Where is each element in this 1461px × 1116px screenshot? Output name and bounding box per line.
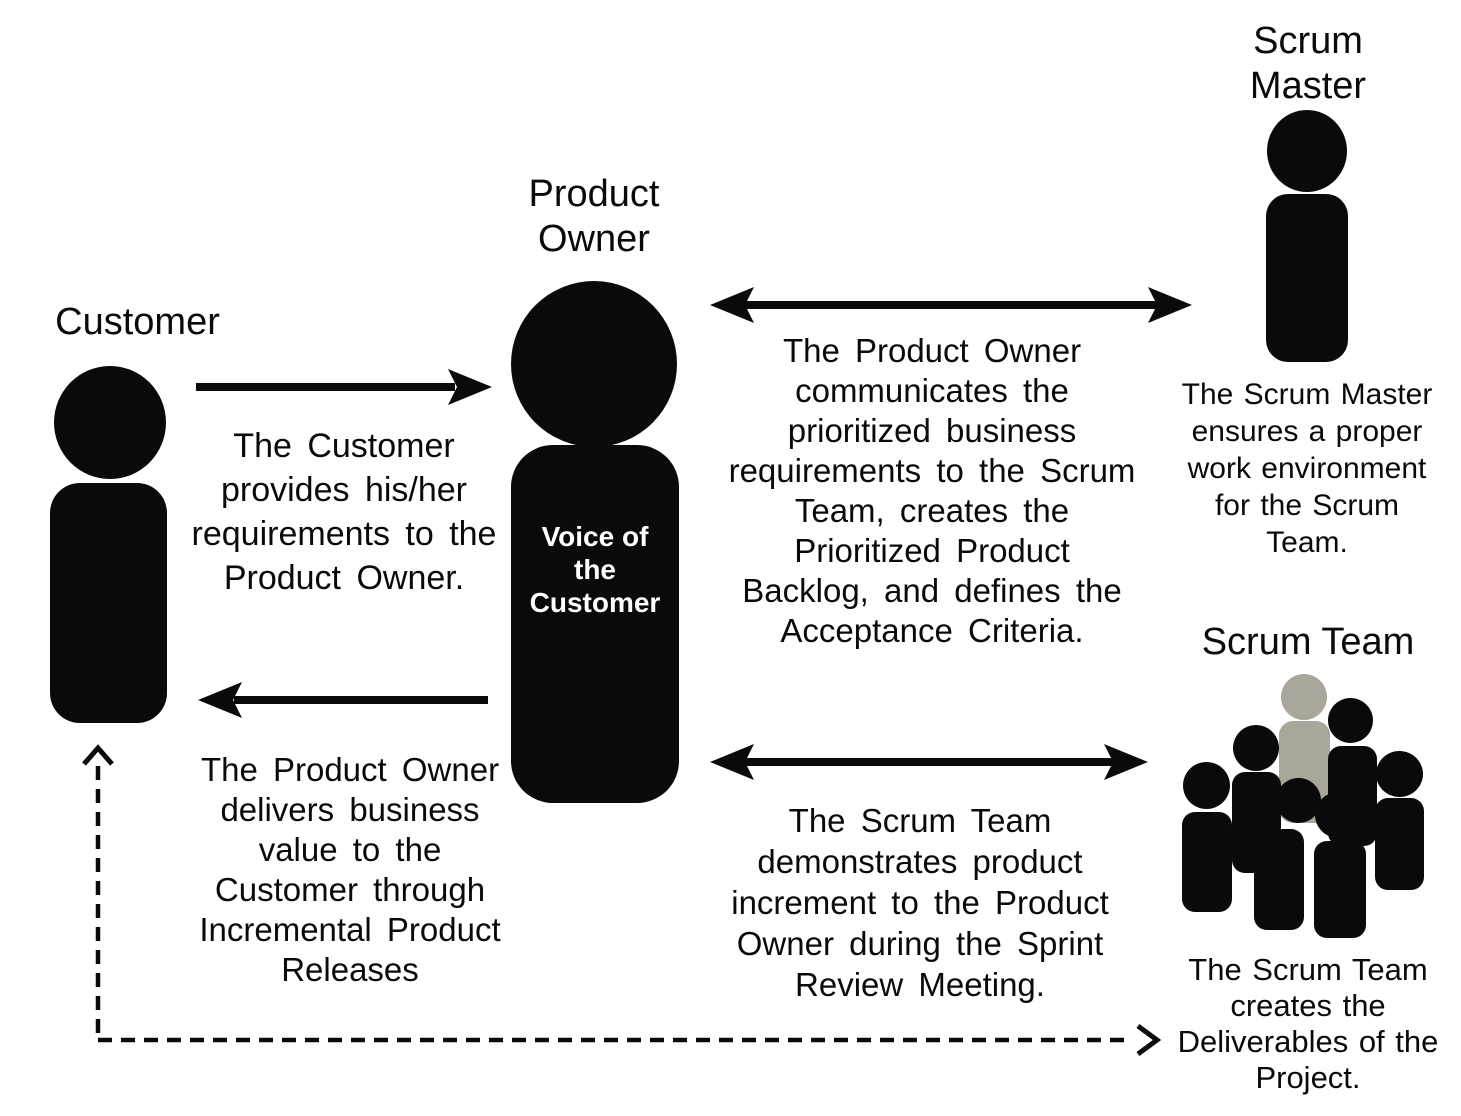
scrum-master-caption: The Scrum Master ensures a proper work e… bbox=[1155, 376, 1459, 561]
flow-line: Incremental Product bbox=[199, 911, 501, 948]
voice-text-line: the bbox=[574, 554, 616, 585]
flow-line: Team, creates the bbox=[794, 492, 1070, 529]
flow-line: The Scrum Team bbox=[788, 802, 1052, 839]
scrum-team-caption: The Scrum Team creates the Deliverables … bbox=[1158, 952, 1458, 1096]
arrow-product-owner-to-customer bbox=[198, 682, 488, 718]
flow-line: prioritized business bbox=[787, 412, 1077, 449]
voice-text-line: Voice of bbox=[541, 521, 649, 552]
flow-text-product-owner-to-customer: The Product Owner delivers business valu… bbox=[190, 750, 510, 990]
product-owner-torso-shape bbox=[511, 445, 679, 803]
caption-line: creates the bbox=[1230, 988, 1386, 1023]
flow-line: The Product Owner bbox=[200, 751, 500, 788]
flow-line: provides his/her bbox=[220, 471, 467, 509]
voice-text-line: Customer bbox=[529, 587, 661, 618]
flow-text-product-owner-scrum-team: The Scrum Team demonstrates product incr… bbox=[700, 800, 1140, 1005]
flow-line: Releases bbox=[281, 951, 419, 988]
caption-line: for the Scrum bbox=[1214, 489, 1400, 522]
product-owner-label-line: Product bbox=[528, 173, 660, 215]
arrow-customer-to-product-owner bbox=[196, 369, 492, 405]
scrum-master-label-line: Scrum bbox=[1253, 20, 1363, 62]
customer-label: Customer bbox=[55, 301, 220, 343]
double-arrow-product-owner-scrum-master bbox=[710, 287, 1192, 323]
flow-line: requirements to the bbox=[191, 515, 497, 553]
double-arrow-product-owner-scrum-team bbox=[710, 744, 1148, 780]
scrum-master-label-line: Master bbox=[1249, 65, 1367, 107]
flow-line: Review Meeting. bbox=[795, 966, 1045, 1003]
scrum-master-label: Scrum Master bbox=[1203, 19, 1413, 109]
voice-of-customer-text: Voice of the Customer bbox=[511, 520, 679, 619]
scrum-team-label: Scrum Team bbox=[1201, 621, 1415, 663]
flow-line: communicates the bbox=[795, 372, 1069, 409]
caption-line: Project. bbox=[1255, 1060, 1361, 1095]
caption-line: Team. bbox=[1266, 526, 1348, 559]
flow-line: Owner during the Sprint bbox=[736, 925, 1104, 962]
product-owner-label-line: Owner bbox=[538, 218, 650, 260]
flow-line: value to the bbox=[258, 831, 442, 868]
flow-text-product-owner-scrum-master: The Product Owner communicates the prior… bbox=[712, 331, 1152, 651]
product-owner-head-shape bbox=[511, 281, 677, 447]
scrum-master-torso-shape bbox=[1266, 194, 1348, 362]
flow-line: Prioritized Product bbox=[794, 532, 1070, 569]
flow-text-customer-to-product-owner: The Customer provides his/her requiremen… bbox=[184, 424, 504, 600]
flow-line: Backlog, and defines the bbox=[742, 572, 1122, 609]
flow-line: delivers business bbox=[220, 791, 480, 828]
flow-line: requirements to the Scrum bbox=[728, 452, 1136, 489]
caption-line: The Scrum Master bbox=[1181, 378, 1433, 411]
caption-line: ensures a proper bbox=[1191, 415, 1423, 448]
flow-line: The Product Owner bbox=[782, 332, 1082, 369]
product-owner-label: Product Owner bbox=[494, 172, 694, 262]
flow-line: increment to the Product bbox=[731, 884, 1109, 921]
customer-head-shape bbox=[54, 366, 166, 479]
flow-line: demonstrates product bbox=[757, 843, 1083, 880]
flow-line: Product Owner. bbox=[223, 559, 465, 597]
flow-line: The Customer bbox=[233, 427, 455, 465]
caption-line: Deliverables of the bbox=[1177, 1024, 1439, 1059]
flow-line: Customer through bbox=[214, 871, 486, 908]
customer-torso-shape bbox=[50, 483, 167, 723]
caption-line: The Scrum Team bbox=[1188, 952, 1428, 987]
flow-line: Acceptance Criteria. bbox=[780, 612, 1084, 649]
caption-line: work environment bbox=[1187, 452, 1427, 485]
scrum-master-head-shape bbox=[1267, 110, 1347, 192]
